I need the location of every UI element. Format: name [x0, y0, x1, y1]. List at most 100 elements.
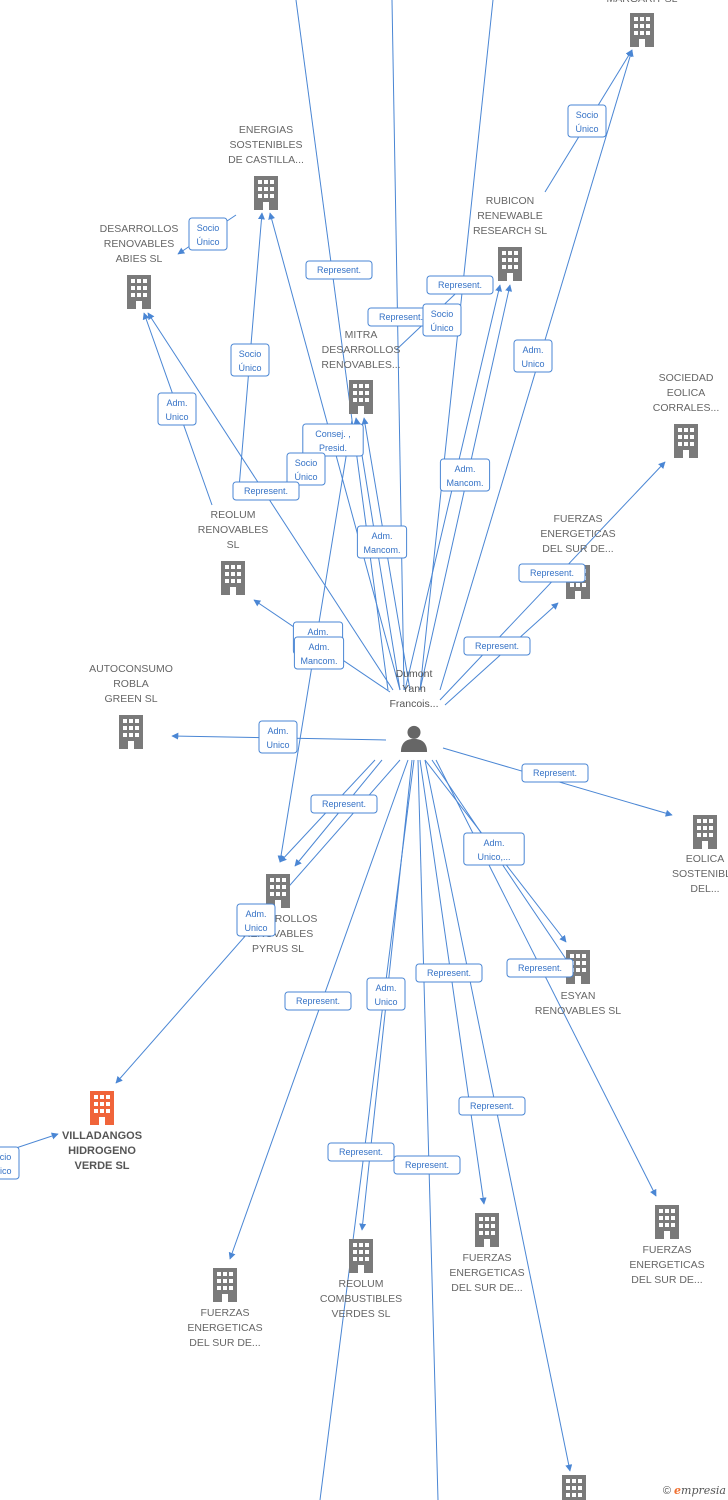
edge-label-box: [422, 303, 462, 337]
footer-brand[interactable]: © empresia: [663, 1484, 726, 1497]
edge-line: [391, 0, 405, 691]
edge-label[interactable]: Adm.Unico: [366, 977, 406, 1011]
copyright-symbol: ©: [662, 1485, 671, 1497]
edge-label-text: Represent.: [530, 568, 574, 578]
edge-label-text: Represent.: [296, 996, 340, 1006]
edge-label[interactable]: Represent.: [393, 1155, 461, 1175]
edge-label-text: Represent.: [427, 968, 471, 978]
edge-label-text: Represent.: [438, 280, 482, 290]
edge-label-box: [293, 636, 345, 670]
edge-label[interactable]: Represent.: [305, 260, 373, 280]
edge-label[interactable]: Adm.Mancom.: [356, 525, 408, 559]
edge-label-box: [258, 720, 298, 754]
building-icon: [213, 1268, 237, 1302]
edge-label[interactable]: Represent.: [521, 763, 589, 783]
edge-label-box: [439, 458, 491, 492]
edge-label[interactable]: Adm.Unico: [258, 720, 298, 754]
edge-label-text: Consej. ,Presid.: [315, 429, 351, 453]
edge-label-box: [327, 1142, 395, 1162]
building-icon: [90, 1091, 114, 1125]
edge-label-text: Represent.: [518, 963, 562, 973]
edge-line: [319, 759, 415, 1500]
edge-label[interactable]: Adm.Unico: [157, 392, 197, 426]
edge-label[interactable]: Represent.: [232, 481, 300, 501]
edge-label[interactable]: Represent.: [284, 991, 352, 1011]
building-icon: [266, 874, 290, 908]
edge-label-box: [463, 636, 531, 656]
edge-label-text: Adm.Unico: [374, 983, 397, 1007]
edge-label-box: [188, 217, 228, 251]
node-eolica[interactable]: EOLICASOSTENIBLEDEL...: [672, 815, 728, 895]
edge-label[interactable]: Adm.Unico,...: [463, 832, 525, 866]
node-label: EOLICASOSTENIBLEDEL...: [672, 853, 728, 895]
edge-label-text: Represent.: [379, 312, 423, 322]
building-icon: [221, 561, 245, 595]
edge-label-box: [230, 343, 270, 377]
edge-label-box: [157, 392, 197, 426]
building-icon: [254, 176, 278, 210]
edge-label[interactable]: Represent.: [506, 958, 574, 978]
edge-label[interactable]: Consej. ,Presid.: [302, 423, 364, 457]
person-icon: [400, 725, 428, 752]
edge-label-box: [458, 1096, 526, 1116]
edge-label-box: [567, 104, 607, 138]
edge-label[interactable]: Adm.Unico: [513, 339, 553, 373]
edge-label-text: Represent.: [317, 265, 361, 275]
edge-label[interactable]: Adm.Unico: [236, 903, 276, 937]
edge-label-box: [463, 832, 525, 866]
edge-label[interactable]: Represent.: [415, 963, 483, 983]
edge-label[interactable]: Represent.: [327, 1142, 395, 1162]
node-bottom[interactable]: [562, 1475, 586, 1500]
edge-label[interactable]: Represent.: [426, 275, 494, 295]
edge-label[interactable]: Represent.: [310, 794, 378, 814]
building-icon: [674, 424, 698, 458]
edge-label[interactable]: Adm.Mancom.: [439, 458, 491, 492]
edge-label-text: Adm.Unico: [266, 726, 289, 750]
building-icon: [127, 275, 151, 309]
building-icon: [693, 815, 717, 849]
edge-label[interactable]: Represent.: [458, 1096, 526, 1116]
edge-label[interactable]: Represent.: [463, 636, 531, 656]
edge-label[interactable]: Adm.Mancom.: [293, 636, 345, 670]
node-top[interactable]: MARGARIT SL: [607, 0, 678, 47]
edge-label[interactable]: Represent.: [367, 307, 435, 327]
building-icon: [475, 1213, 499, 1247]
edge-label-box: [521, 763, 589, 783]
edge-label-box: [286, 452, 326, 486]
building-icon: [119, 715, 143, 749]
edge-label[interactable]: Represent.: [518, 563, 586, 583]
